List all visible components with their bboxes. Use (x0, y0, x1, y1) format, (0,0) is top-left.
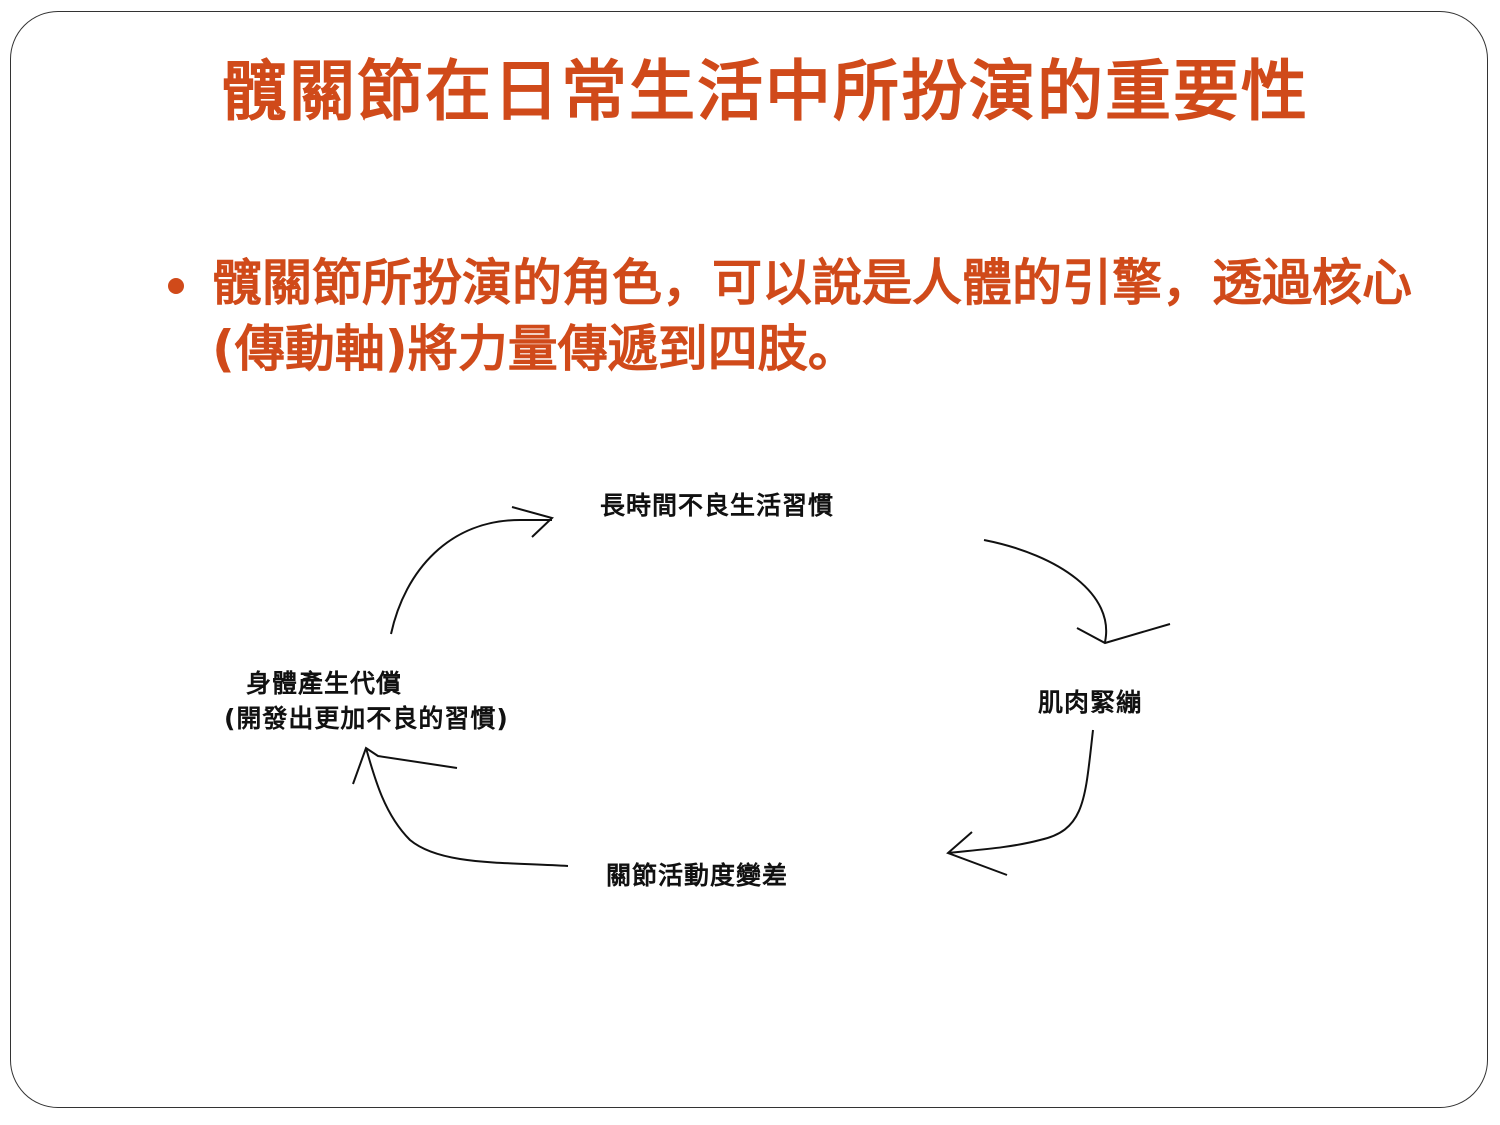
arrow-bottom-left (352, 746, 569, 867)
arrow-top-right (983, 539, 1171, 645)
bullet-text: 髖關節所扮演的角色，可以說是人體的引擎，透過核心(傳動軸)將力量傳遞到四肢。 (212, 254, 1412, 378)
arrow-left-top (390, 506, 554, 635)
slide-frame (10, 11, 1488, 1108)
slide-title: 髖關節在日常生活中所扮演的重要性 (221, 53, 1309, 130)
node-compensation: 身體產生代償 (246, 669, 403, 698)
arrow-right-bottom (946, 729, 1094, 876)
node-muscle-tension: 肌肉緊繃 (1038, 688, 1143, 717)
bullet-dot (168, 278, 184, 294)
node-compensation-sublabel: (開發出更加不良的習慣) (224, 704, 509, 733)
node-joint-mobility: 關節活動度變差 (606, 861, 789, 890)
node-bad-habits: 長時間不良生活習慣 (600, 491, 835, 520)
